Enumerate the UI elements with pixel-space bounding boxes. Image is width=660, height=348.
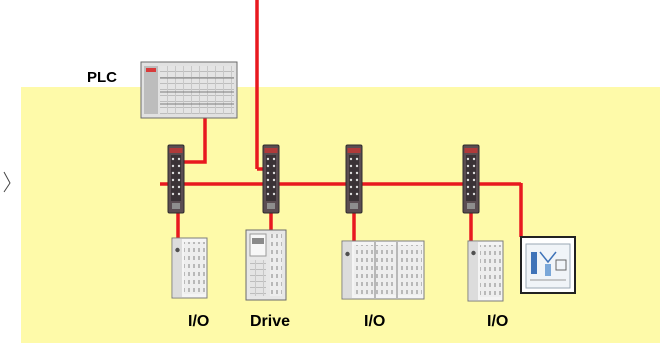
ethernet-switch-icon: [262, 144, 280, 214]
ethernet-switch-icon: [167, 144, 185, 214]
drive-cabinet-icon: [245, 229, 287, 301]
hmi-panel-icon: [520, 236, 576, 294]
io-module-icon: [467, 240, 504, 302]
ethernet-switch-icon: [462, 144, 480, 214]
io-module-icon: [341, 240, 425, 300]
plc-label: PLC: [87, 69, 117, 86]
arrow-icon: [3, 171, 11, 193]
io-label: I/O: [188, 313, 210, 330]
plc-rack-icon: [140, 61, 238, 119]
network-zone: [21, 87, 660, 343]
io-label: I/O: [487, 313, 509, 330]
io-module-icon: [171, 237, 208, 299]
ethernet-switch-icon: [345, 144, 363, 214]
plc-cable: [184, 118, 207, 164]
drive-label: Drive: [250, 313, 291, 330]
io-label: I/O: [364, 313, 386, 330]
network-cables: [160, 0, 523, 241]
